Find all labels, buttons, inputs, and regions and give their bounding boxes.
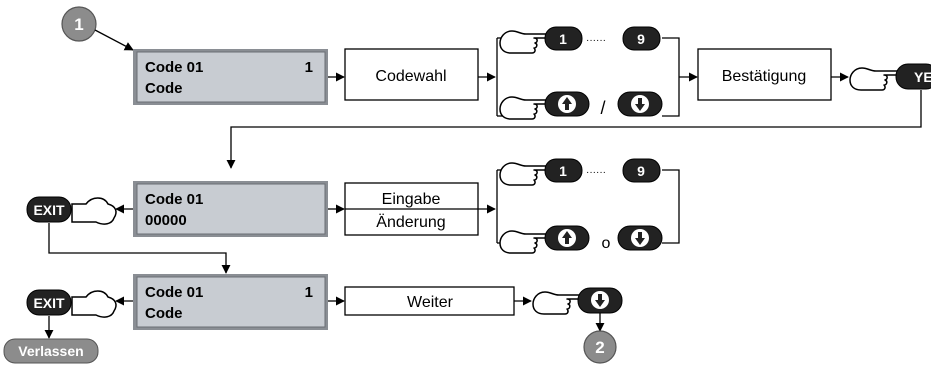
arrow-up-button[interactable] — [544, 225, 590, 251]
svg-text:Verlassen: Verlassen — [18, 343, 83, 359]
arrow-up-icon — [562, 231, 572, 244]
range-dots: ······ — [586, 35, 606, 46]
arrow-down-button[interactable] — [617, 225, 663, 251]
lcd-line-2: 00000 — [145, 212, 187, 229]
lcd-line-1: Code 01 — [145, 59, 203, 76]
connector — [94, 29, 134, 51]
pointing-hand-icon — [499, 30, 551, 54]
pointing-hand-icon — [499, 162, 551, 186]
bestaetigung-label: Bestätigung — [722, 68, 807, 85]
lcd-value: 1 — [305, 284, 313, 301]
step-2-label: 2 — [595, 338, 604, 357]
pointing-hand-icon — [71, 290, 117, 318]
arrow-up-icon — [562, 97, 572, 110]
range-dots: ······ — [586, 167, 606, 178]
pointing-hand-icon — [71, 197, 117, 225]
codewahl-box: Codewahl — [344, 48, 479, 101]
weiter-label: Weiter — [407, 294, 454, 311]
svg-text:1: 1 — [559, 31, 567, 47]
step-1-badge: 1 — [61, 6, 97, 42]
svg-text:9: 9 — [637, 163, 645, 179]
pointing-hand-icon — [499, 96, 551, 120]
lcd-display-code-next: Code 01 1 Code — [133, 274, 328, 330]
arrow-up-button[interactable] — [544, 91, 590, 117]
codewahl-label: Codewahl — [375, 68, 446, 85]
lcd-line-1: Code 01 — [145, 191, 203, 208]
svg-text:9: 9 — [637, 31, 645, 47]
weiter-box: Weiter — [344, 286, 515, 316]
arrow-down-button[interactable] — [617, 91, 663, 117]
key-1-button[interactable]: 1 — [544, 26, 583, 51]
eingabe-label: Eingabe — [382, 191, 441, 208]
key-1-button[interactable]: 1 — [544, 158, 583, 183]
verlassen-button[interactable]: Verlassen — [3, 338, 99, 364]
arrow-down-button[interactable] — [577, 287, 623, 314]
arrow-down-icon — [635, 98, 645, 111]
step-2-badge: 2 — [583, 330, 617, 364]
exit-key-button[interactable]: EXIT — [26, 289, 72, 316]
key-9-button[interactable]: 9 — [622, 158, 661, 183]
pointing-hand-icon — [532, 291, 584, 315]
lcd-value: 1 — [305, 59, 313, 76]
pointing-hand-icon — [499, 230, 551, 254]
svg-text:EXIT: EXIT — [33, 295, 65, 311]
step-1-label: 1 — [74, 15, 83, 34]
arrow-down-icon — [595, 294, 605, 307]
lcd-display-code: Code 01 1 Code — [133, 49, 328, 105]
key-9-button[interactable]: 9 — [622, 26, 661, 51]
exit-key-button[interactable]: EXIT — [26, 196, 72, 223]
svg-text:1: 1 — [559, 163, 567, 179]
lcd-display-code-entry: Code 01 00000 — [133, 181, 328, 237]
lcd-line-1: Code 01 — [145, 284, 203, 301]
eingabe-aenderung-box: Eingabe Änderung — [344, 182, 479, 236]
pointing-hand-icon — [849, 67, 901, 91]
bestaetigung-box: Bestätigung — [697, 48, 832, 101]
svg-text:EXIT: EXIT — [33, 202, 65, 218]
lcd-line-2: Code — [145, 305, 183, 322]
yes-key-button[interactable]: YES — [895, 63, 931, 90]
arrow-down-icon — [635, 232, 645, 245]
svg-text:YES: YES — [914, 69, 931, 85]
separator-oder: o — [602, 235, 611, 252]
separator-slash: / — [600, 98, 605, 118]
aenderung-label: Änderung — [376, 213, 445, 231]
lcd-line-2: Code — [145, 80, 183, 97]
